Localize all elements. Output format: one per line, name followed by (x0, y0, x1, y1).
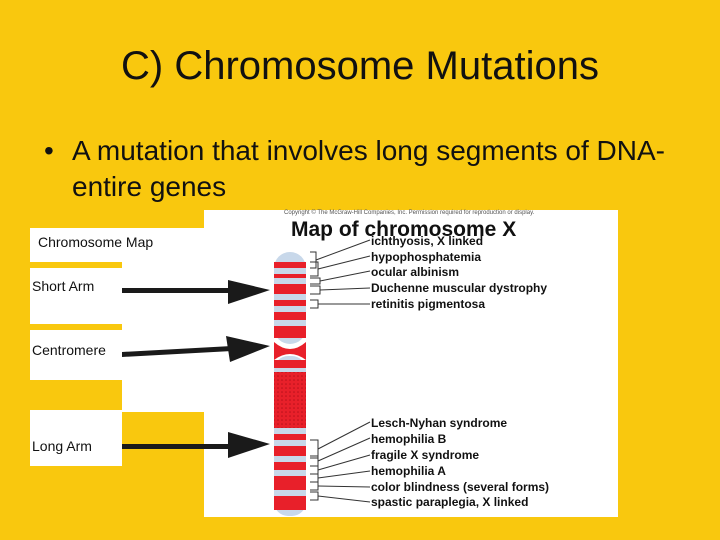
centromere-label-box: Centromere (30, 330, 122, 380)
gene-label: hemophilia B (371, 432, 447, 446)
slide-title: C) Chromosome Mutations (121, 44, 599, 88)
chromosome-drawing (274, 239, 371, 516)
short-arm-label: Short Arm (32, 278, 95, 294)
gene-label: retinitis pigmentosa (371, 297, 486, 311)
figure-title: Map of chromosome X (291, 218, 517, 241)
chromosome-map-label: Chromosome Map (38, 234, 154, 250)
gene-label: hypophosphatemia (371, 250, 482, 264)
label-gap-fill (122, 262, 206, 412)
gene-label: ichthyosis, X linked (371, 234, 484, 248)
gene-label: fragile X syndrome (371, 448, 480, 462)
long-arm-label-box: Long Arm (30, 410, 122, 466)
gene-label: spastic paraplegia, X linked (371, 495, 529, 509)
gene-label: hemophilia A (371, 464, 446, 478)
chromosome-map-figure: Copyright © The McGraw-Hill Companies, I… (204, 210, 618, 517)
short-arm-label-box: Short Arm (30, 268, 122, 324)
chromosome-centromere (274, 342, 306, 360)
long-arm-label: Long Arm (32, 438, 92, 454)
copyright-notice: Copyright © The McGraw-Hill Companies, I… (284, 210, 535, 216)
chromosome-map-label-box: Chromosome Map (30, 228, 206, 262)
gene-label: Duchenne muscular dystrophy (371, 281, 548, 295)
bullet-text: A mutation that involves long segments o… (72, 135, 665, 202)
gene-label: Lesch-Nyhan syndrome (371, 416, 508, 430)
gene-label: color blindness (several forms) (371, 480, 550, 494)
bullet-marker: • (44, 135, 54, 166)
gene-label: ocular albinism (371, 265, 460, 279)
centromere-label: Centromere (32, 342, 106, 358)
